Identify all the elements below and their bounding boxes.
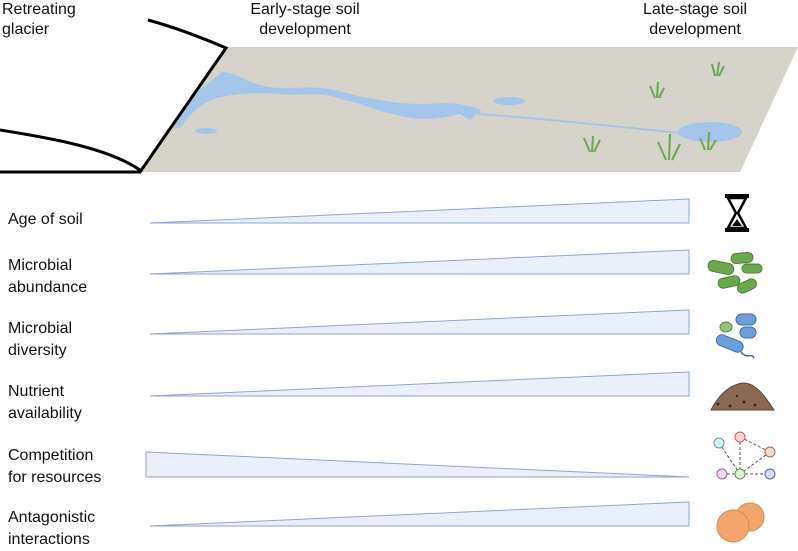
early-stage-header: Early-stage soil development <box>220 0 390 40</box>
landscape <box>140 47 798 172</box>
late-stage-header: Late-stage soil development <box>600 0 790 40</box>
grass-tuft <box>583 61 725 161</box>
header-line: Early-stage soil <box>250 1 360 18</box>
row-label-line: for resources <box>8 469 102 486</box>
stream-outlet <box>477 113 691 135</box>
row-label-line: Nutrient <box>8 383 65 400</box>
increasing-trend-wedge <box>149 249 690 275</box>
orange-cells-icon <box>716 502 765 543</box>
header-line: Late-stage soil <box>642 1 748 18</box>
small-pond <box>493 97 525 105</box>
row-label-line: Antagonistic <box>8 509 96 526</box>
row-label: Age of soil <box>8 209 83 231</box>
row-label-line: abundance <box>8 279 88 296</box>
row-label-line: diversity <box>8 342 67 359</box>
header-line: glacier <box>2 21 50 38</box>
small-pond <box>195 128 217 134</box>
interaction-network-icon <box>713 431 776 480</box>
row-label-line: interactions <box>8 531 90 548</box>
increasing-trend-wedge <box>149 371 690 397</box>
row-label-line: Age of soil <box>8 211 83 228</box>
glacier <box>0 18 229 174</box>
soil-pile-icon <box>710 382 775 411</box>
meltwater-stream <box>174 72 481 128</box>
trend-wedges <box>145 198 690 527</box>
row-label: Antagonistic interactions <box>8 507 95 551</box>
decreasing-trend-wedge <box>145 451 690 478</box>
row-label: Nutrient availability <box>8 381 82 425</box>
diverse-microbes-icon <box>715 313 757 359</box>
row-label: Microbial diversity <box>8 318 72 362</box>
header-line: Retreating <box>2 1 76 18</box>
increasing-trend-wedge <box>149 198 690 224</box>
header-line: development <box>259 21 351 38</box>
increasing-trend-wedge <box>149 309 690 335</box>
header-line: development <box>649 21 741 38</box>
row-label-line: Microbial <box>8 320 73 337</box>
hourglass-icon <box>725 194 749 232</box>
retreating-glacier-header: Retreating glacier <box>2 0 92 40</box>
row-label-line: Microbial <box>8 257 73 274</box>
glacier-body <box>0 18 229 174</box>
row-label: Microbial abundance <box>8 255 87 299</box>
row-label: Competition for resources <box>8 445 101 489</box>
glacier-crevasse-line <box>0 128 141 172</box>
row-label-line: availability <box>8 405 82 422</box>
pond <box>678 122 742 142</box>
row-label-line: Competition <box>8 447 94 464</box>
rod-bacteria-icon <box>707 251 763 294</box>
increasing-trend-wedge <box>149 501 690 527</box>
